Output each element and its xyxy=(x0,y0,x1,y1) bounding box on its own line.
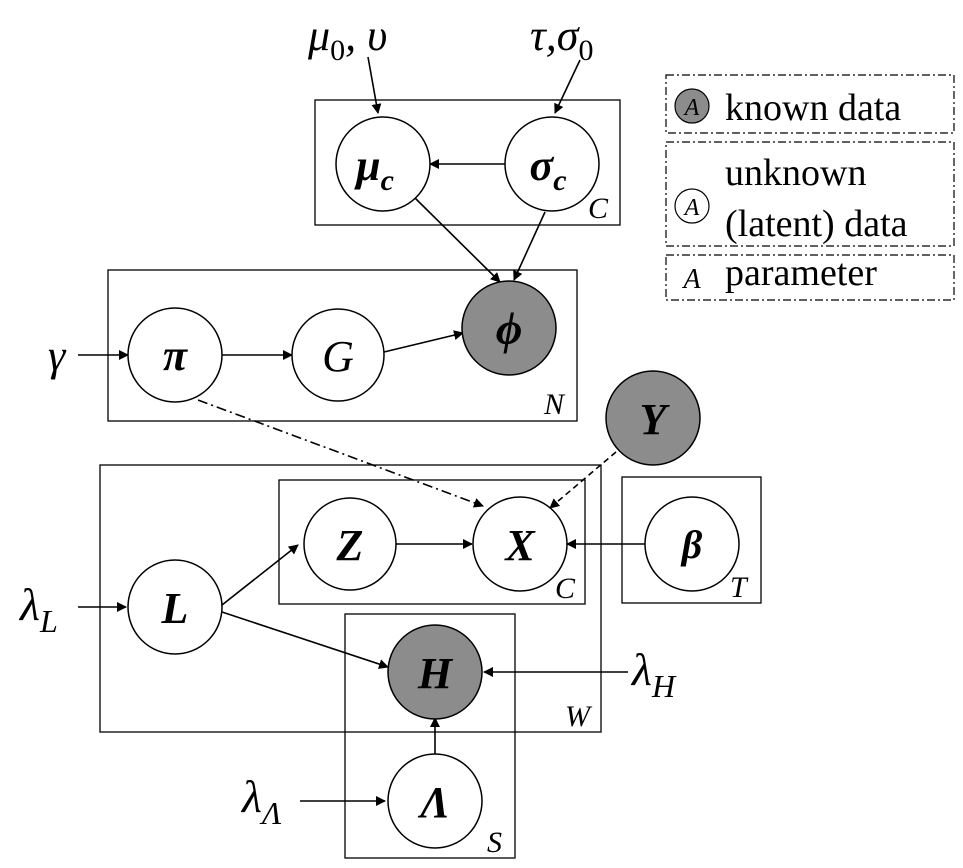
edge-y-to-x-dashed xyxy=(549,451,617,509)
edge-sigma-to-phi xyxy=(513,211,546,281)
node-l: L xyxy=(127,559,223,655)
legend-unknown-label-1: unknown xyxy=(725,152,866,194)
legend-unknown-symbol xyxy=(674,188,710,224)
plate-c-top xyxy=(314,99,621,226)
svg-text:μc: μc xyxy=(354,141,394,197)
node-h: H xyxy=(387,624,483,720)
edge-l-to-z xyxy=(221,544,299,606)
legend-known-symbol xyxy=(674,88,710,124)
legend-box-known xyxy=(665,74,955,134)
plate-label-c-inner: C xyxy=(555,572,576,605)
plate-label-c-top: C xyxy=(588,192,609,225)
plate-n xyxy=(107,269,578,422)
edge-g-to-phi xyxy=(383,330,464,353)
plate-label-t: T xyxy=(730,571,749,604)
plate-c-inner xyxy=(278,479,586,605)
svg-text:Z: Z xyxy=(336,521,364,570)
svg-text:L: L xyxy=(161,584,189,633)
plate-t xyxy=(621,476,762,604)
node-mu-c: μc xyxy=(335,116,431,212)
plate-label-n: N xyxy=(543,388,566,421)
svg-text:G: G xyxy=(322,332,354,381)
plate-label-w: W xyxy=(565,700,593,733)
node-lambda: Λ xyxy=(387,753,483,849)
edge-l-to-h xyxy=(221,611,389,669)
label-gamma: γ xyxy=(48,331,67,380)
node-x: X xyxy=(472,496,568,592)
node-phi: ϕ xyxy=(461,280,557,376)
legend: A known data A unknown (latent) data A p… xyxy=(665,74,955,301)
node-beta: β xyxy=(644,496,740,592)
legend-known-label: known data xyxy=(725,87,901,129)
node-g: G xyxy=(291,308,385,402)
edge-mu0-to-mu xyxy=(367,56,382,114)
svg-text:π: π xyxy=(163,331,188,380)
plate-label-s: S xyxy=(487,826,502,859)
legend-parameter-symbol: A xyxy=(681,264,701,295)
svg-text:X: X xyxy=(503,521,536,570)
node-sigma-c: σc xyxy=(504,116,600,212)
label-mu0-nu: μ0, υ xyxy=(307,11,387,67)
node-y: Y xyxy=(605,370,701,466)
plate-s xyxy=(344,613,516,859)
label-lambda-h: λH xyxy=(630,644,677,704)
legend-unknown-label-2: (latent) data xyxy=(725,203,908,245)
label-tau-sigma0: τ,σ0 xyxy=(530,11,593,67)
edge-mu-to-phi xyxy=(414,197,501,283)
svg-text:Y: Y xyxy=(640,395,671,444)
plate-w xyxy=(99,464,602,733)
svg-text:ϕ: ϕ xyxy=(496,303,523,354)
svg-text:β: β xyxy=(680,522,703,567)
legend-box-unknown xyxy=(665,141,955,247)
edge-pi-to-x-dashed xyxy=(197,399,484,508)
legend-parameter-label: parameter xyxy=(725,252,877,294)
svg-text:Λ: Λ xyxy=(417,778,449,827)
node-z: Z xyxy=(303,497,397,591)
svg-text:H: H xyxy=(417,649,454,698)
legend-box-parameter xyxy=(665,254,955,301)
label-lambda-l: λL xyxy=(18,579,58,639)
svg-text:A: A xyxy=(683,195,700,221)
svg-text:A: A xyxy=(683,95,700,121)
node-pi: π xyxy=(127,307,223,403)
label-lambda-lambda: λΛ xyxy=(240,771,282,831)
edge-tau-to-sigma xyxy=(554,59,581,114)
svg-text:σc: σc xyxy=(529,141,566,197)
